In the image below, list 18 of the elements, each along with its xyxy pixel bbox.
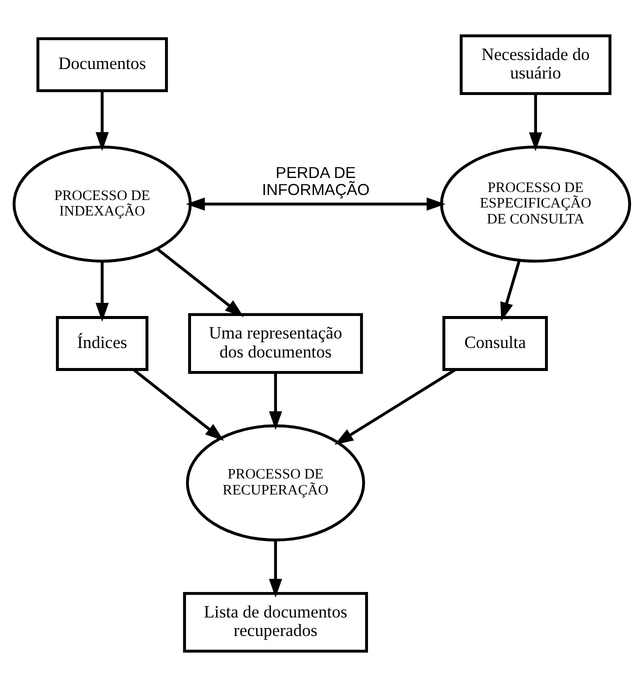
arrow: [156, 247, 244, 317]
node-box: Índices: [56, 316, 148, 370]
node-box: Consulta: [442, 316, 548, 370]
arrow: [268, 372, 282, 430]
node-box: Uma representação dos documentos: [188, 312, 363, 374]
node-ellipse: PROCESSO DE ESPECIFICAÇÃO DE CONSULTA: [440, 145, 632, 262]
arrow: [500, 260, 521, 321]
node-box: Lista de documentos recuperados: [183, 591, 368, 652]
arrow: [268, 540, 282, 598]
arrow: [529, 93, 542, 151]
node-box: Documentos: [36, 36, 168, 92]
arrow: [96, 90, 109, 150]
node-box: Necessidade do usuário: [460, 34, 612, 94]
edge-label: PERDA DE INFORMAÇÃO: [262, 164, 370, 199]
arrow: [186, 197, 446, 210]
arrow: [132, 368, 224, 440]
node-ellipse: PROCESSO DE INDEXAÇÃO: [12, 145, 192, 262]
arrow: [96, 260, 109, 322]
